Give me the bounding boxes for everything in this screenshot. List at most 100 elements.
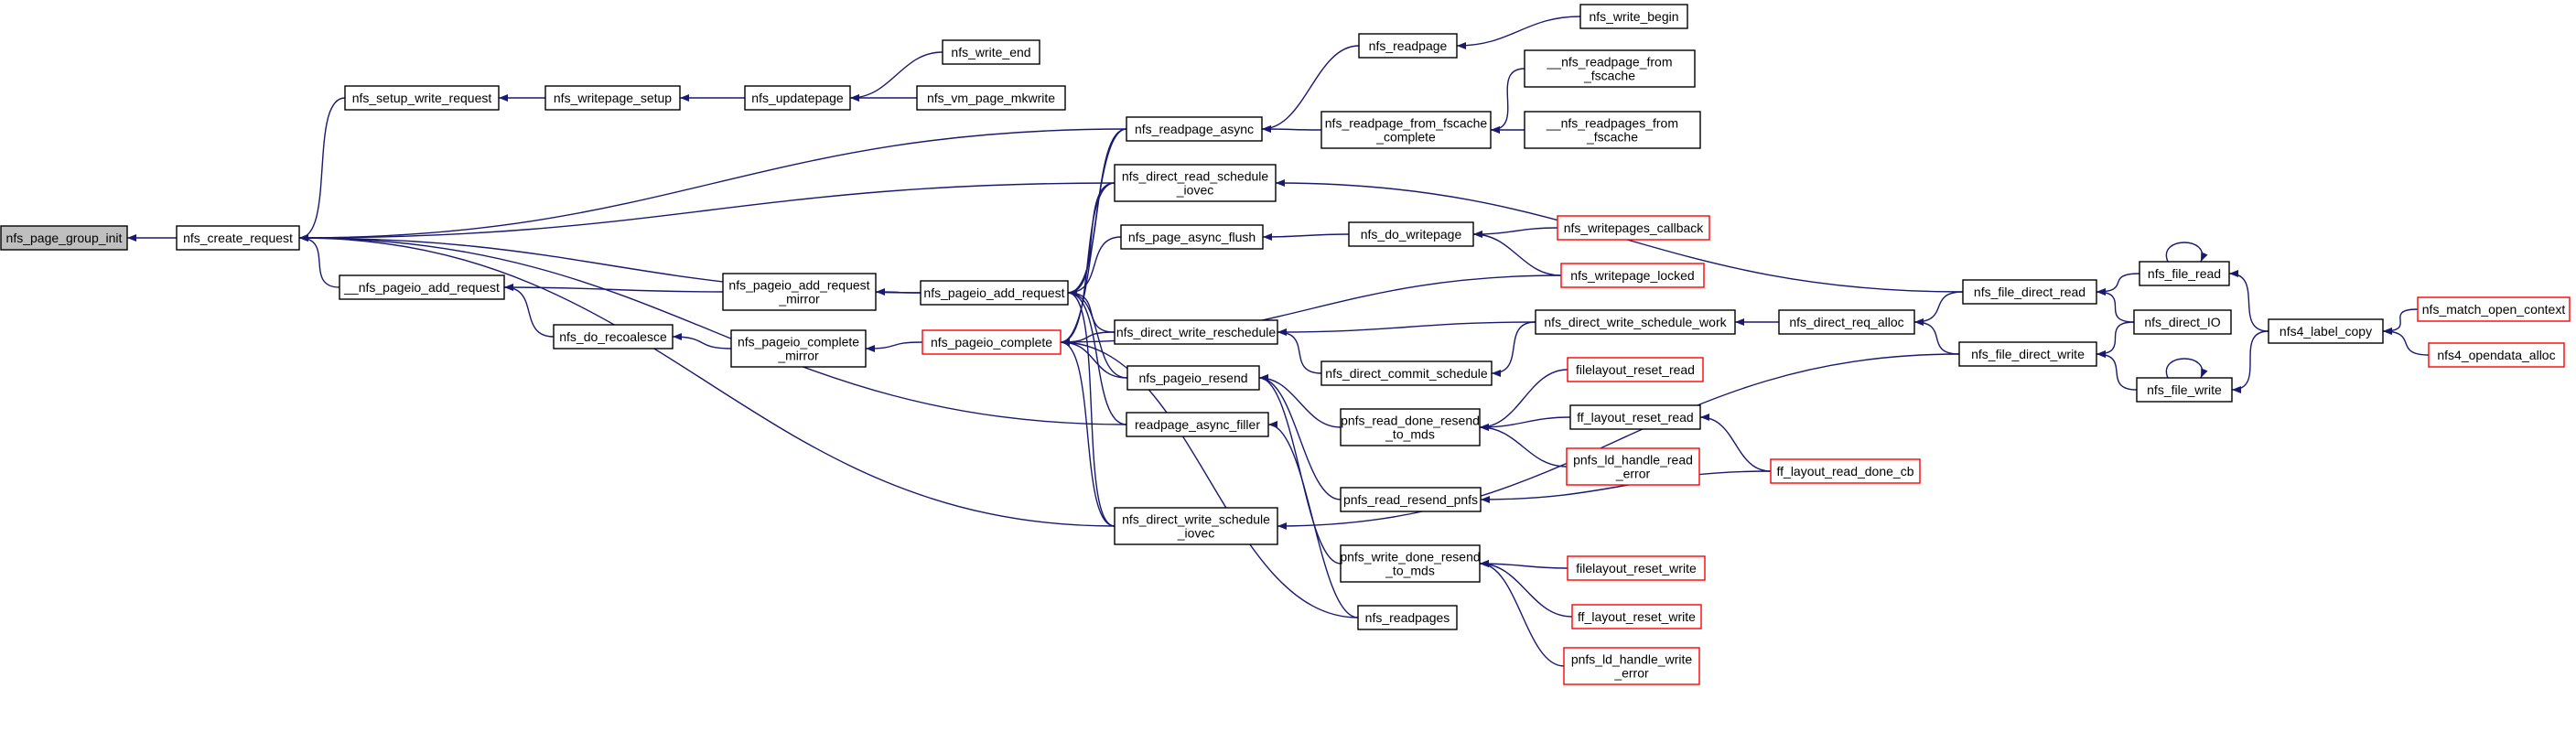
node-nfs-pageio-complete[interactable]: nfs_pageio_complete <box>922 329 1062 355</box>
edge-nfs-direct-io-to-nfs-file-direct-read <box>2096 288 2135 323</box>
node-filelayout-reset-read[interactable]: filelayout_reset_read <box>1567 357 1704 382</box>
node-nfs-direct-read-schedule-iovec[interactable]: nfs_direct_read_schedule_iovec <box>1114 164 1277 202</box>
node-nfs-direct-io[interactable]: nfs_direct_IO <box>2133 309 2232 335</box>
node-box <box>1114 507 1278 545</box>
node-pnfs-read-resend-pnfs[interactable]: pnfs_read_resend_pnfs <box>1340 487 1482 512</box>
edge-nfs-readpage-from-fscache-to-nfs-readpage-from-fscache-complete <box>1490 68 1525 134</box>
edge-nfs-direct-commit-schedule-to-nfs-direct-write-reschedule <box>1277 328 1322 374</box>
edge-nfs-pageio-complete-to-nfs-pageio-complete-mirror <box>865 341 923 352</box>
node-label: _error <box>1615 467 1651 481</box>
node-label: nfs_pageio_add_request <box>923 285 1064 300</box>
node-nfs-direct-write-schedule-work[interactable]: nfs_direct_write_schedule_work <box>1535 309 1736 335</box>
node-box <box>1567 555 1706 581</box>
node-label: nfs_pageio_complete <box>738 335 859 349</box>
edge-readpage-async-filler-to-nfs-create-request <box>298 234 1127 425</box>
edge-nfs-file-write-to-nfs-file-write <box>2165 358 2208 379</box>
edge-filelayout-reset-read-to-pnfs-read-done-resend-to-mds <box>1479 369 1568 431</box>
node-nfs-file-read[interactable]: nfs_file_read <box>2139 261 2230 286</box>
node-nfs-readpage[interactable]: nfs_readpage <box>1358 33 1458 59</box>
edge-nfs-file-direct-write-to-nfs-direct-write-schedule-iovec <box>1277 353 1960 530</box>
node-label: nfs_readpage_async <box>1135 122 1254 136</box>
node-label: _mirror <box>778 292 820 306</box>
node-box <box>730 329 867 368</box>
node-box <box>2139 261 2230 286</box>
node-nfs-file-direct-write[interactable]: nfs_file_direct_write <box>1958 341 2097 367</box>
node-label: nfs_page_async_flush <box>1128 230 1256 244</box>
edge-nfs-file-read-to-nfs-file-direct-read <box>2096 273 2140 296</box>
node-nfs-write-begin[interactable]: nfs_write_begin <box>1579 4 1688 29</box>
edge-nfs-writepages-callback-to-nfs-do-writepage <box>1472 227 1558 238</box>
node-pnfs-read-done-resend-to-mds[interactable]: pnfs_read_done_resend_to_mds <box>1340 408 1481 446</box>
node-ff-layout-read-done-cb[interactable]: ff_layout_read_done_cb <box>1770 458 1921 484</box>
node-label: nfs_write_begin <box>1589 9 1678 24</box>
node-box <box>544 85 681 111</box>
node-nfs-create-request[interactable]: nfs_create_request <box>176 225 300 251</box>
node-box <box>2136 377 2233 403</box>
node-nfs-pageio-add-request-mirror[interactable]: nfs_pageio_add_request_mirror <box>722 273 877 311</box>
edge-nfs-setup-write-request-to-nfs-create-request <box>298 97 346 242</box>
node-nfs-direct-commit-schedule[interactable]: nfs_direct_commit_schedule <box>1320 360 1493 386</box>
node-label: nfs_pageio_complete <box>931 335 1052 349</box>
node-nfs-setup-write-request[interactable]: nfs_setup_write_request <box>344 85 500 111</box>
node-nfs-direct-req-alloc[interactable]: nfs_direct_req_alloc <box>1778 309 1915 335</box>
node-nfs-readpage-from-fscache-complete[interactable]: nfs_readpage_from_fscache_complete <box>1320 111 1492 149</box>
edge-nfs-write-end-to-nfs-updatepage <box>849 51 943 102</box>
node-ff-layout-reset-write[interactable]: ff_layout_reset_write <box>1571 604 1702 629</box>
edge-nfs-write-begin-to-nfs-readpage <box>1456 16 1581 49</box>
node-nfs-do-recoalesce[interactable]: nfs_do_recoalesce <box>553 324 674 349</box>
node-nfs-readpage-async[interactable]: nfs_readpage_async <box>1126 116 1263 142</box>
edge-nfs-file-direct-read-to-nfs-direct-req-alloc <box>1913 291 1964 326</box>
node-pnfs-ld-handle-write-error[interactable]: pnfs_ld_handle_write_error <box>1563 647 1700 685</box>
node-nfs-pageio-complete-mirror[interactable]: nfs_pageio_complete_mirror <box>730 329 867 368</box>
node-pnfs-write-done-resend-to-mds[interactable]: pnfs_write_done_resend_to_mds <box>1340 544 1481 583</box>
node-nfs-writepages-callback[interactable]: nfs_writepages_callback <box>1557 215 1710 241</box>
node-nfs-pageio-add-request[interactable]: nfs_pageio_add_request <box>920 280 1069 306</box>
node-nfs-write-end[interactable]: nfs_write_end <box>942 39 1040 65</box>
node-readpage-async-filler[interactable]: readpage_async_filler <box>1126 412 1269 437</box>
node-box <box>1560 263 1705 288</box>
node-nfs-vm-page-mkwrite[interactable]: nfs_vm_page_mkwrite <box>916 85 1066 111</box>
node-nfs-updatepage[interactable]: nfs_updatepage <box>744 85 851 111</box>
edge-nfs-readpages-to-nfs-pageio-complete <box>1060 339 1359 618</box>
node-box <box>1340 544 1481 583</box>
node-nfs-readpages-from-fscache[interactable]: __nfs_readpages_from_fscache <box>1524 111 1701 149</box>
node-filelayout-reset-write[interactable]: filelayout_reset_write <box>1567 555 1706 581</box>
edge-nfs-direct-write-schedule-work-to-nfs-direct-commit-schedule <box>1491 321 1536 377</box>
edge-nfs-direct-write-reschedule-to-nfs-pageio-complete <box>1060 331 1116 346</box>
node-label: _to_mds <box>1385 564 1435 578</box>
node-label: readpage_async_filler <box>1135 417 1260 432</box>
edge-ff-layout-reset-read-to-pnfs-read-done-resend-to-mds <box>1479 416 1571 431</box>
node-nfs-readpage-from-fscache[interactable]: __nfs_readpage_from_fscache <box>1524 49 1696 88</box>
node-label: _fscache <box>1583 69 1635 83</box>
node-label: nfs_direct_IO <box>2144 315 2220 329</box>
node-box <box>1126 412 1269 437</box>
node-box <box>1340 487 1482 512</box>
node-nfs-file-direct-read[interactable]: nfs_file_direct_read <box>1962 279 2097 305</box>
node-pnfs-ld-handle-read-error[interactable]: pnfs_ld_handle_read_error <box>1566 447 1700 486</box>
edge-pnfs-read-resend-pnfs-to-nfs-pageio-resend <box>1258 374 1342 500</box>
node-nfs-writepage-locked[interactable]: nfs_writepage_locked <box>1560 263 1705 288</box>
node-nfs-page-async-flush[interactable]: nfs_page_async_flush <box>1120 224 1264 250</box>
node-nfs-do-writepage[interactable]: nfs_do_writepage <box>1348 221 1474 247</box>
node-nfs4-label-copy[interactable]: nfs4_label_copy <box>2268 318 2384 344</box>
node-nfs-page-group-init[interactable]: nfs_page_group_init <box>0 225 128 251</box>
node-nfs-pageio-resend[interactable]: nfs_pageio_resend <box>1126 365 1260 391</box>
edge-pnfs-ld-handle-write-error-to-pnfs-write-done-resend-to-mds <box>1479 560 1565 667</box>
edge-nfs-pageio-add-request-mirror-to-nfs-pageio-add-request <box>503 284 724 293</box>
node-box <box>1579 4 1688 29</box>
node-nfs-pageio-add-request[interactable]: __nfs_pageio_add_request <box>339 274 505 300</box>
edge-ff-layout-reset-write-to-pnfs-write-done-resend-to-mds <box>1479 560 1573 618</box>
node-nfs-direct-write-reschedule[interactable]: nfs_direct_write_reschedule <box>1114 319 1278 345</box>
node-nfs-readpages[interactable]: nfs_readpages <box>1357 605 1458 630</box>
node-box <box>1320 360 1493 386</box>
node-nfs-file-write[interactable]: nfs_file_write <box>2136 377 2233 403</box>
node-nfs-direct-write-schedule-iovec[interactable]: nfs_direct_write_schedule_iovec <box>1114 507 1278 545</box>
node-ff-layout-reset-read[interactable]: ff_layout_reset_read <box>1569 404 1701 430</box>
node-label: _error <box>1613 666 1649 681</box>
node-nfs4-opendata-alloc[interactable]: nfs4_opendata_alloc <box>2428 342 2565 368</box>
node-nfs-writepage-setup[interactable]: nfs_writepage_setup <box>544 85 681 111</box>
node-label: nfs_pageio_add_request <box>728 278 869 293</box>
node-nfs-match-open-context[interactable]: nfs_match_open_context <box>2417 296 2571 322</box>
node-box <box>1114 164 1277 202</box>
